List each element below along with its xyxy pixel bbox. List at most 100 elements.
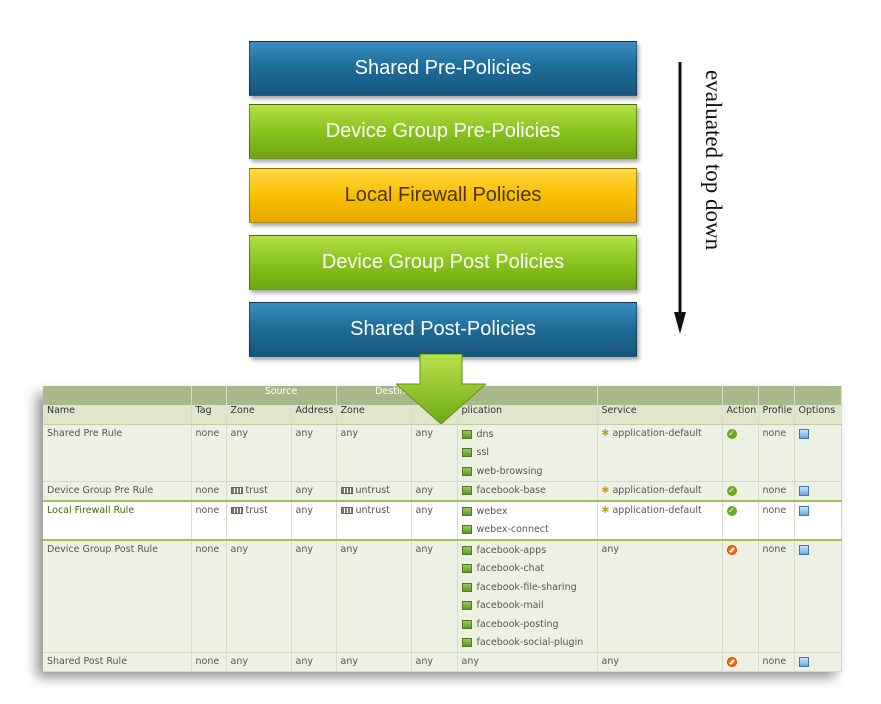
rule-action <box>722 540 759 653</box>
rule-action: ✓ <box>722 424 759 482</box>
policy-rule-table: Source Destinati Name Tag Zone Address Z… <box>43 386 842 672</box>
rule-name[interactable]: Local Firewall Rule <box>43 500 192 541</box>
layer-shared-post-policies: Shared Post-Policies <box>249 302 637 357</box>
rule-tag: none <box>191 652 227 672</box>
zone-icon <box>230 486 243 494</box>
rule-options[interactable] <box>794 500 842 541</box>
rule-service: any <box>597 540 723 653</box>
col-source-zone[interactable]: Zone <box>226 405 292 425</box>
rule-tag: none <box>191 424 227 482</box>
allow-icon: ✓ <box>726 485 737 496</box>
rule-source-address: any <box>291 481 337 502</box>
rule-name[interactable]: Device Group Post Rule <box>43 540 192 653</box>
rule-destination-address: any <box>411 481 458 502</box>
rule-action: ✓ <box>722 500 759 541</box>
deny-icon <box>726 657 737 667</box>
col-options[interactable]: Options <box>794 405 842 425</box>
rule-destination-zone: any <box>336 540 412 653</box>
table-row[interactable]: Device Group Post Rule none any any any … <box>43 540 842 653</box>
table-row[interactable]: Local Firewall Rule none trust any untru… <box>43 500 842 541</box>
rule-destination-zone: any <box>336 652 412 672</box>
rule-source-zone: trust <box>226 481 292 502</box>
options-icon[interactable] <box>798 485 809 496</box>
layer-device-group-post-policies: Device Group Post Policies <box>249 235 637 290</box>
col-profile[interactable]: Profile <box>758 405 795 425</box>
service-icon: ✱ <box>601 428 610 439</box>
application-icon <box>461 486 472 496</box>
col-action[interactable]: Action <box>722 405 759 425</box>
rule-options[interactable] <box>794 481 842 502</box>
rule-name[interactable]: Device Group Pre Rule <box>43 481 192 502</box>
options-icon[interactable] <box>798 657 809 667</box>
application-icon <box>461 448 472 458</box>
layer-shared-pre-policies: Shared Pre-Policies <box>249 41 637 96</box>
application-icon <box>461 429 472 439</box>
rule-profile: none <box>758 500 795 541</box>
allow-icon: ✓ <box>726 506 737 516</box>
rule-applications: facebook-apps facebook-chat facebook-fil… <box>457 540 598 653</box>
rule-destination-address: any <box>411 540 458 653</box>
rule-destination-zone: any <box>336 424 412 482</box>
rule-source-zone: any <box>226 652 292 672</box>
col-application[interactable]: plication <box>457 405 598 425</box>
col-name[interactable]: Name <box>43 405 192 425</box>
options-icon[interactable] <box>798 506 809 516</box>
rule-name[interactable]: Shared Post Rule <box>43 652 192 672</box>
col-source-address[interactable]: Address <box>291 405 337 425</box>
rule-options[interactable] <box>794 540 842 653</box>
zone-icon <box>230 507 243 514</box>
rule-profile: none <box>758 540 795 653</box>
options-icon[interactable] <box>798 429 809 439</box>
deny-icon <box>726 545 737 555</box>
rule-tag: none <box>191 540 227 653</box>
rule-source-zone: any <box>226 424 292 482</box>
rule-profile: none <box>758 652 795 672</box>
rule-destination-zone: untrust <box>336 481 412 502</box>
zone-icon <box>340 507 353 514</box>
rule-destination-address: any <box>411 424 458 482</box>
rule-action <box>722 652 759 672</box>
layer-local-firewall-policies: Local Firewall Policies <box>249 168 637 223</box>
layer-device-group-pre-policies: Device Group Pre-Policies <box>249 104 637 159</box>
application-icon <box>461 545 472 555</box>
zone-icon <box>340 486 353 494</box>
down-arrow-icon <box>674 62 686 334</box>
rule-applications: any <box>457 652 598 672</box>
rule-source-address: any <box>291 652 337 672</box>
rule-source-address: any <box>291 424 337 482</box>
rule-destination-zone: untrust <box>336 500 412 541</box>
big-down-arrow-icon <box>396 354 486 424</box>
rule-options[interactable] <box>794 652 842 672</box>
options-icon[interactable] <box>798 545 809 555</box>
application-icon <box>461 506 472 516</box>
application-icon <box>461 601 472 611</box>
rule-applications: webex webex-connect <box>457 500 598 541</box>
application-icon <box>461 564 472 574</box>
rule-name[interactable]: Shared Pre Rule <box>43 424 192 482</box>
allow-icon: ✓ <box>726 429 737 439</box>
col-destination-zone[interactable]: Zone <box>336 405 412 425</box>
table-row[interactable]: Shared Pre Rule none any any any any dns… <box>43 424 842 482</box>
application-icon <box>461 466 472 476</box>
table-row[interactable]: Device Group Pre Rule none trust any unt… <box>43 481 842 502</box>
service-icon: ✱ <box>601 484 610 496</box>
rule-source-zone: any <box>226 540 292 653</box>
col-service[interactable]: Service <box>597 405 723 425</box>
rule-source-address: any <box>291 500 337 541</box>
col-tag[interactable]: Tag <box>191 405 227 425</box>
rule-service: ✱application-default <box>597 424 723 482</box>
application-icon <box>461 619 472 629</box>
evaluation-order-label: evaluated top down <box>701 70 726 251</box>
rule-source-zone: trust <box>226 500 292 541</box>
application-icon <box>461 638 472 648</box>
table-row[interactable]: Shared Post Rule none any any any any an… <box>43 652 842 672</box>
rule-tag: none <box>191 481 227 502</box>
application-icon <box>461 525 472 535</box>
rule-applications: facebook-base <box>457 481 598 502</box>
rule-service: ✱application-default <box>597 481 723 502</box>
application-icon <box>461 582 472 592</box>
rule-tag: none <box>191 500 227 541</box>
rule-options[interactable] <box>794 424 842 482</box>
rule-destination-address: any <box>411 500 458 541</box>
service-icon: ✱ <box>601 505 610 516</box>
